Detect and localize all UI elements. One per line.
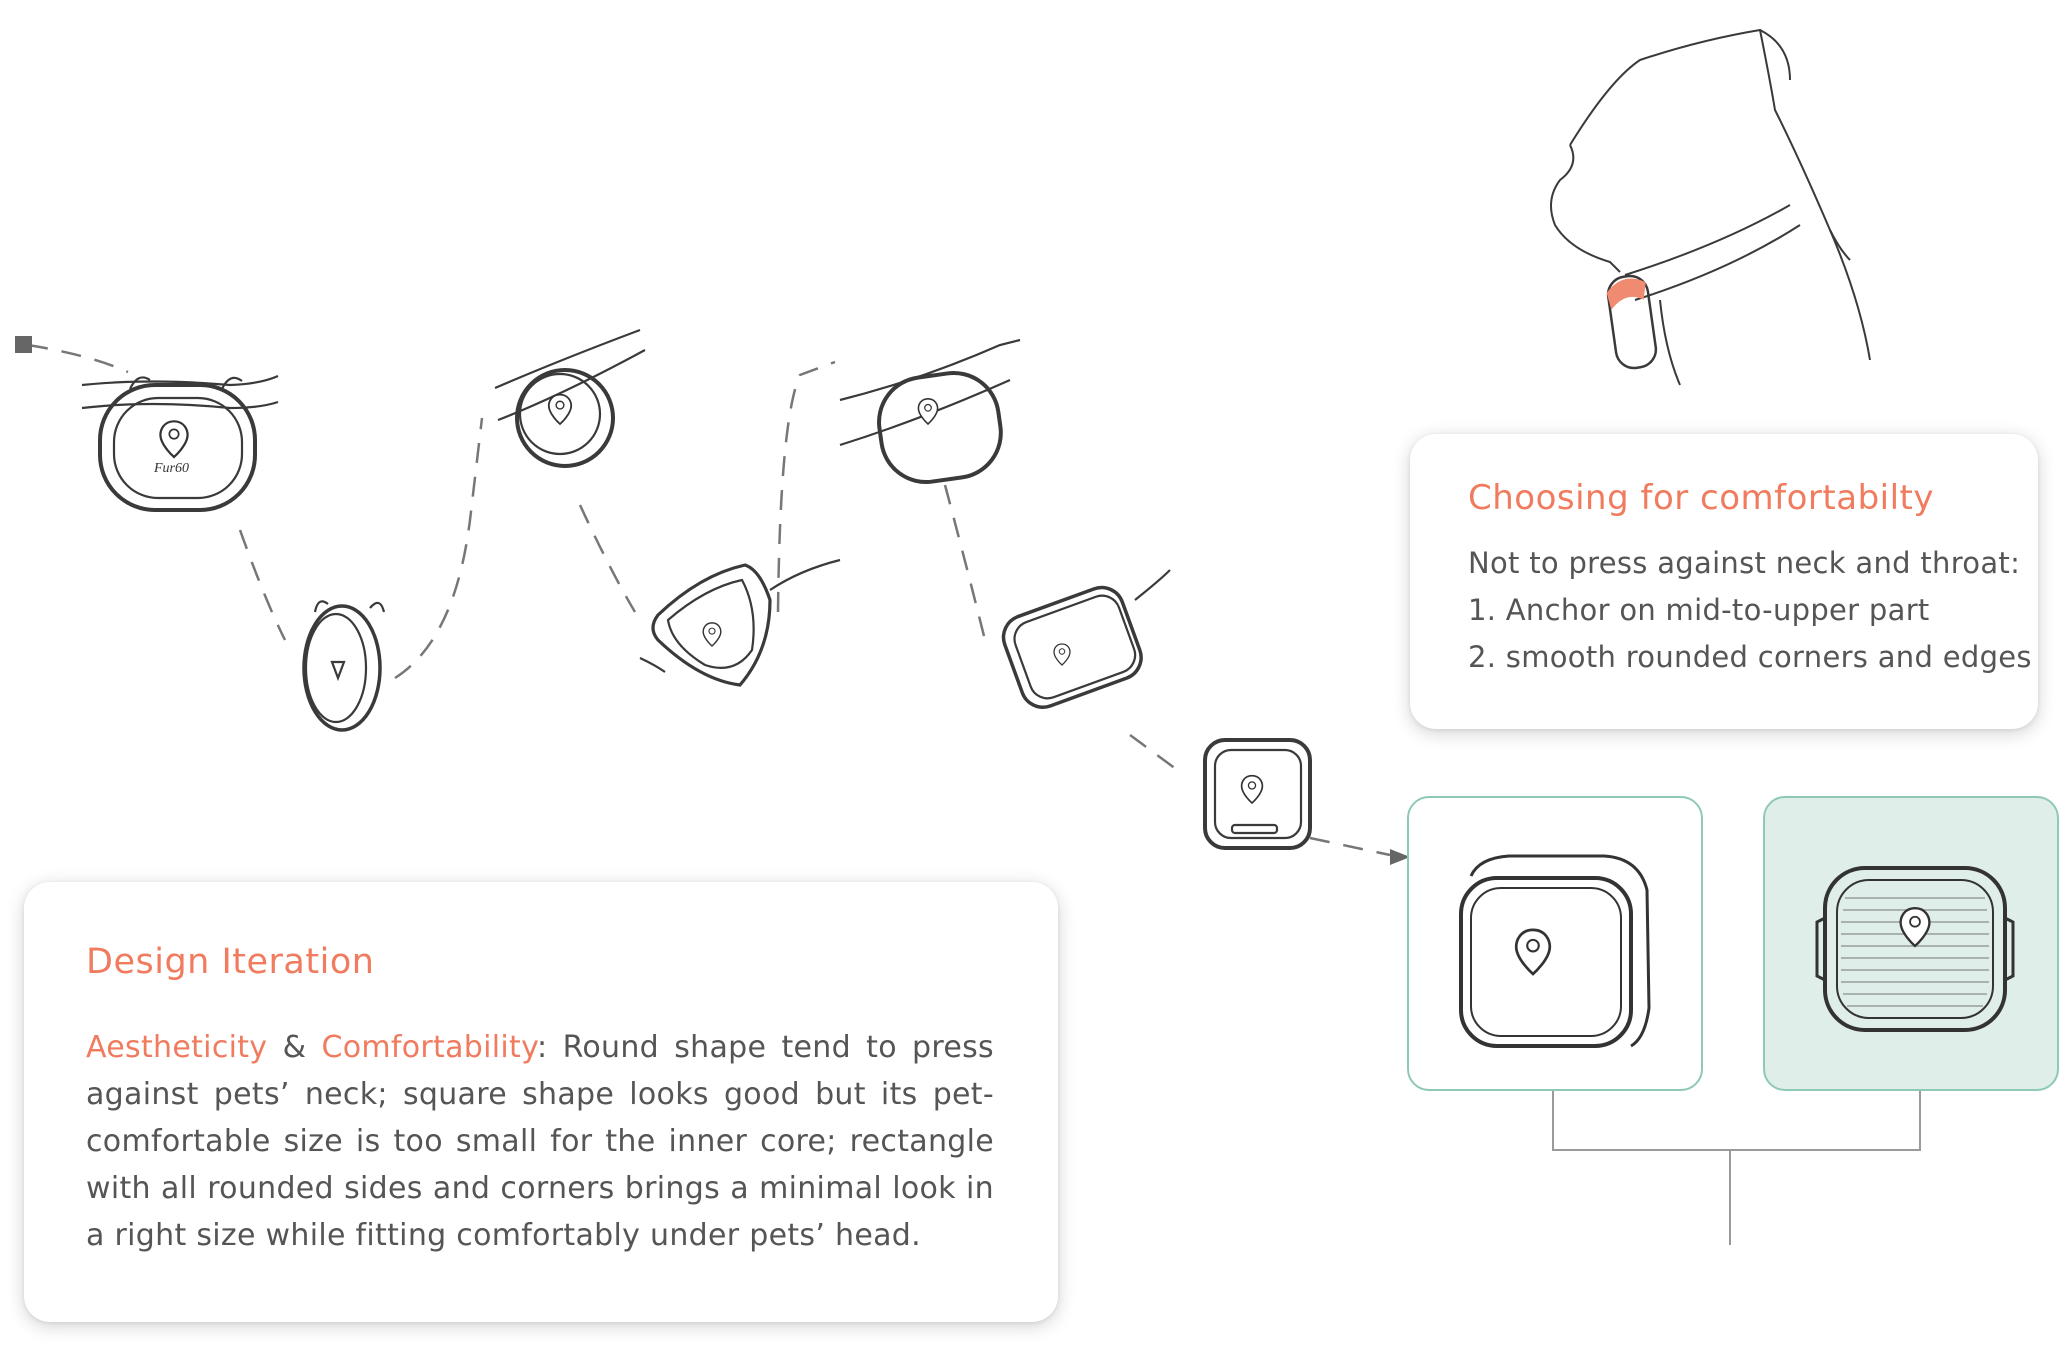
option-box-outlined <box>1407 796 1703 1091</box>
sketch-final-option-a <box>1459 854 1651 1048</box>
sketch-rounded-band <box>839 338 1021 485</box>
option-connector <box>1552 1087 1921 1245</box>
iteration-card-body: Aestheticity & Comfortability: Round sha… <box>86 1024 994 1259</box>
highlight-aestheticity: Aestheticity <box>86 1030 268 1065</box>
highlight-comfortability: Comfortability <box>321 1030 537 1065</box>
iteration-body-text: : Round shape tend to press against pets… <box>86 1030 994 1253</box>
sketch-small-square <box>1203 738 1312 850</box>
design-iteration-card: Design Iteration Aestheticity & Comforta… <box>24 882 1058 1322</box>
iteration-card-title: Design Iteration <box>86 942 375 982</box>
comfort-card: Choosing for comfortabilty Not to press … <box>1410 434 2038 729</box>
sketch-final-option-b <box>1815 866 2015 1032</box>
comfort-line: 1. Anchor on mid-to-upper part <box>1468 593 1930 627</box>
path-start-square-icon <box>15 336 32 353</box>
iteration-dashed-path <box>27 343 1391 857</box>
ampersand: & <box>267 1030 322 1065</box>
sketch-round-ears: Fur60 <box>81 374 279 512</box>
comfort-line: Not to press against neck and throat: <box>1468 546 2021 580</box>
arrowhead-icon <box>1390 849 1410 865</box>
option-box-filled <box>1763 796 2059 1091</box>
sketch-triangle <box>639 558 841 687</box>
sketch-round-band <box>494 328 646 468</box>
comfort-card-title: Choosing for comfortabilty <box>1468 478 1935 518</box>
pet-head-sketch <box>1550 28 1871 386</box>
sketch-oval-ears <box>302 600 386 732</box>
comfort-line: 2. smooth rounded corners and edges <box>1468 640 2032 674</box>
sketch-rounded-rectangle <box>1001 569 1171 709</box>
sketch-logo-text: Fur60 <box>153 461 189 476</box>
